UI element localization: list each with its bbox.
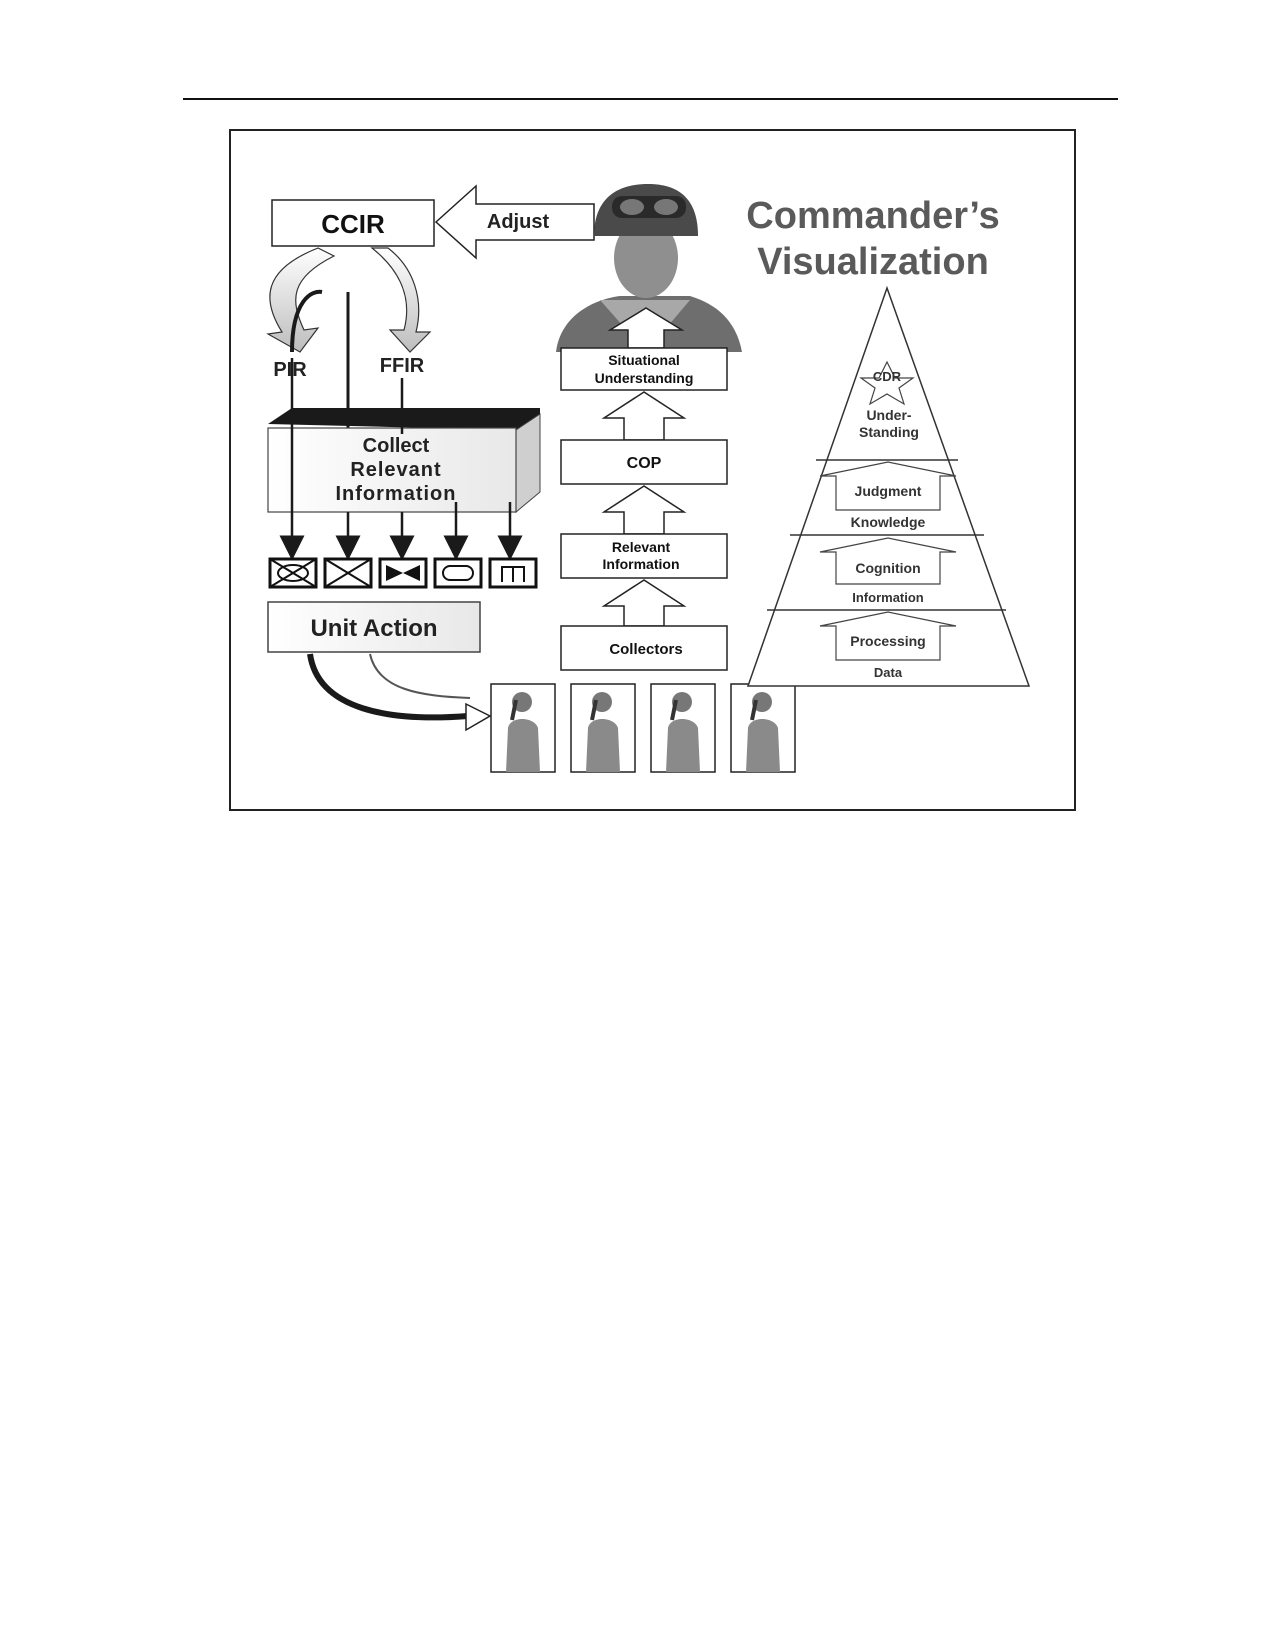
ffir-label: FFIR [380,355,425,377]
infantry-symbol [323,557,373,589]
unit-action-box: Unit Action [267,601,481,653]
information-label: Information [852,590,924,605]
collect-line3: Information [336,483,457,505]
engineer-symbol [378,557,428,589]
symbol-arrows [279,358,523,561]
armor-infantry-symbol [268,557,318,589]
judgment-label: Judgment [855,483,922,499]
situational-box [560,347,728,391]
combat-engineer-symbol [488,557,538,589]
processing-label: Processing [850,633,925,649]
cognition-label: Cognition [855,560,920,576]
knowledge-label: Knowledge [851,514,926,530]
collectors-box [560,625,728,671]
collect-box: Collect Relevant Information [267,408,541,514]
adjust-arrow: Adjust [434,184,595,260]
armor-symbol [433,557,483,589]
relevant-line2: Information [603,556,680,572]
soldier-picture-4 [730,683,796,773]
judgment-arrow [819,461,957,511]
relevant-info-box [560,533,728,579]
collect-line1: Collect [363,435,430,457]
adjust-label: Adjust [487,211,550,233]
cdr-label: CDR [873,369,902,384]
unit-action-flows [307,653,492,732]
title-line2: Visualization [757,241,989,283]
relevant-line1: Relevant [612,539,671,555]
collectors-label: Collectors [609,641,682,658]
cop-box [560,439,728,485]
soldier-picture-2 [570,683,636,773]
knowledge-pyramid: CDR Under- Standing Judgment Knowledge C… [746,285,1031,687]
collect-line2: Relevant [350,459,441,481]
understanding-line2: Standing [859,424,919,440]
soldier-pictures [490,683,796,773]
soldier-picture-1 [490,683,556,773]
cognition-arrow [819,537,957,585]
unit-action-label: Unit Action [310,615,437,642]
soldier-picture-3 [650,683,716,773]
info-column: Situational Understanding COP Relevant I… [560,307,728,671]
understanding-line1: Under- [866,407,911,423]
cdr-star-icon [859,360,915,406]
ccir-label: CCIR [321,209,385,239]
cop-label: COP [627,455,662,472]
situational-line2: Understanding [595,370,694,386]
data-label: Data [874,665,903,680]
unit-symbols [268,557,538,589]
situational-line1: Situational [608,352,680,368]
processing-arrow [819,611,957,661]
pir-label: PIR [273,359,307,381]
title-line1: Commander’s [746,195,999,237]
ccir-box: CCIR [271,199,435,247]
